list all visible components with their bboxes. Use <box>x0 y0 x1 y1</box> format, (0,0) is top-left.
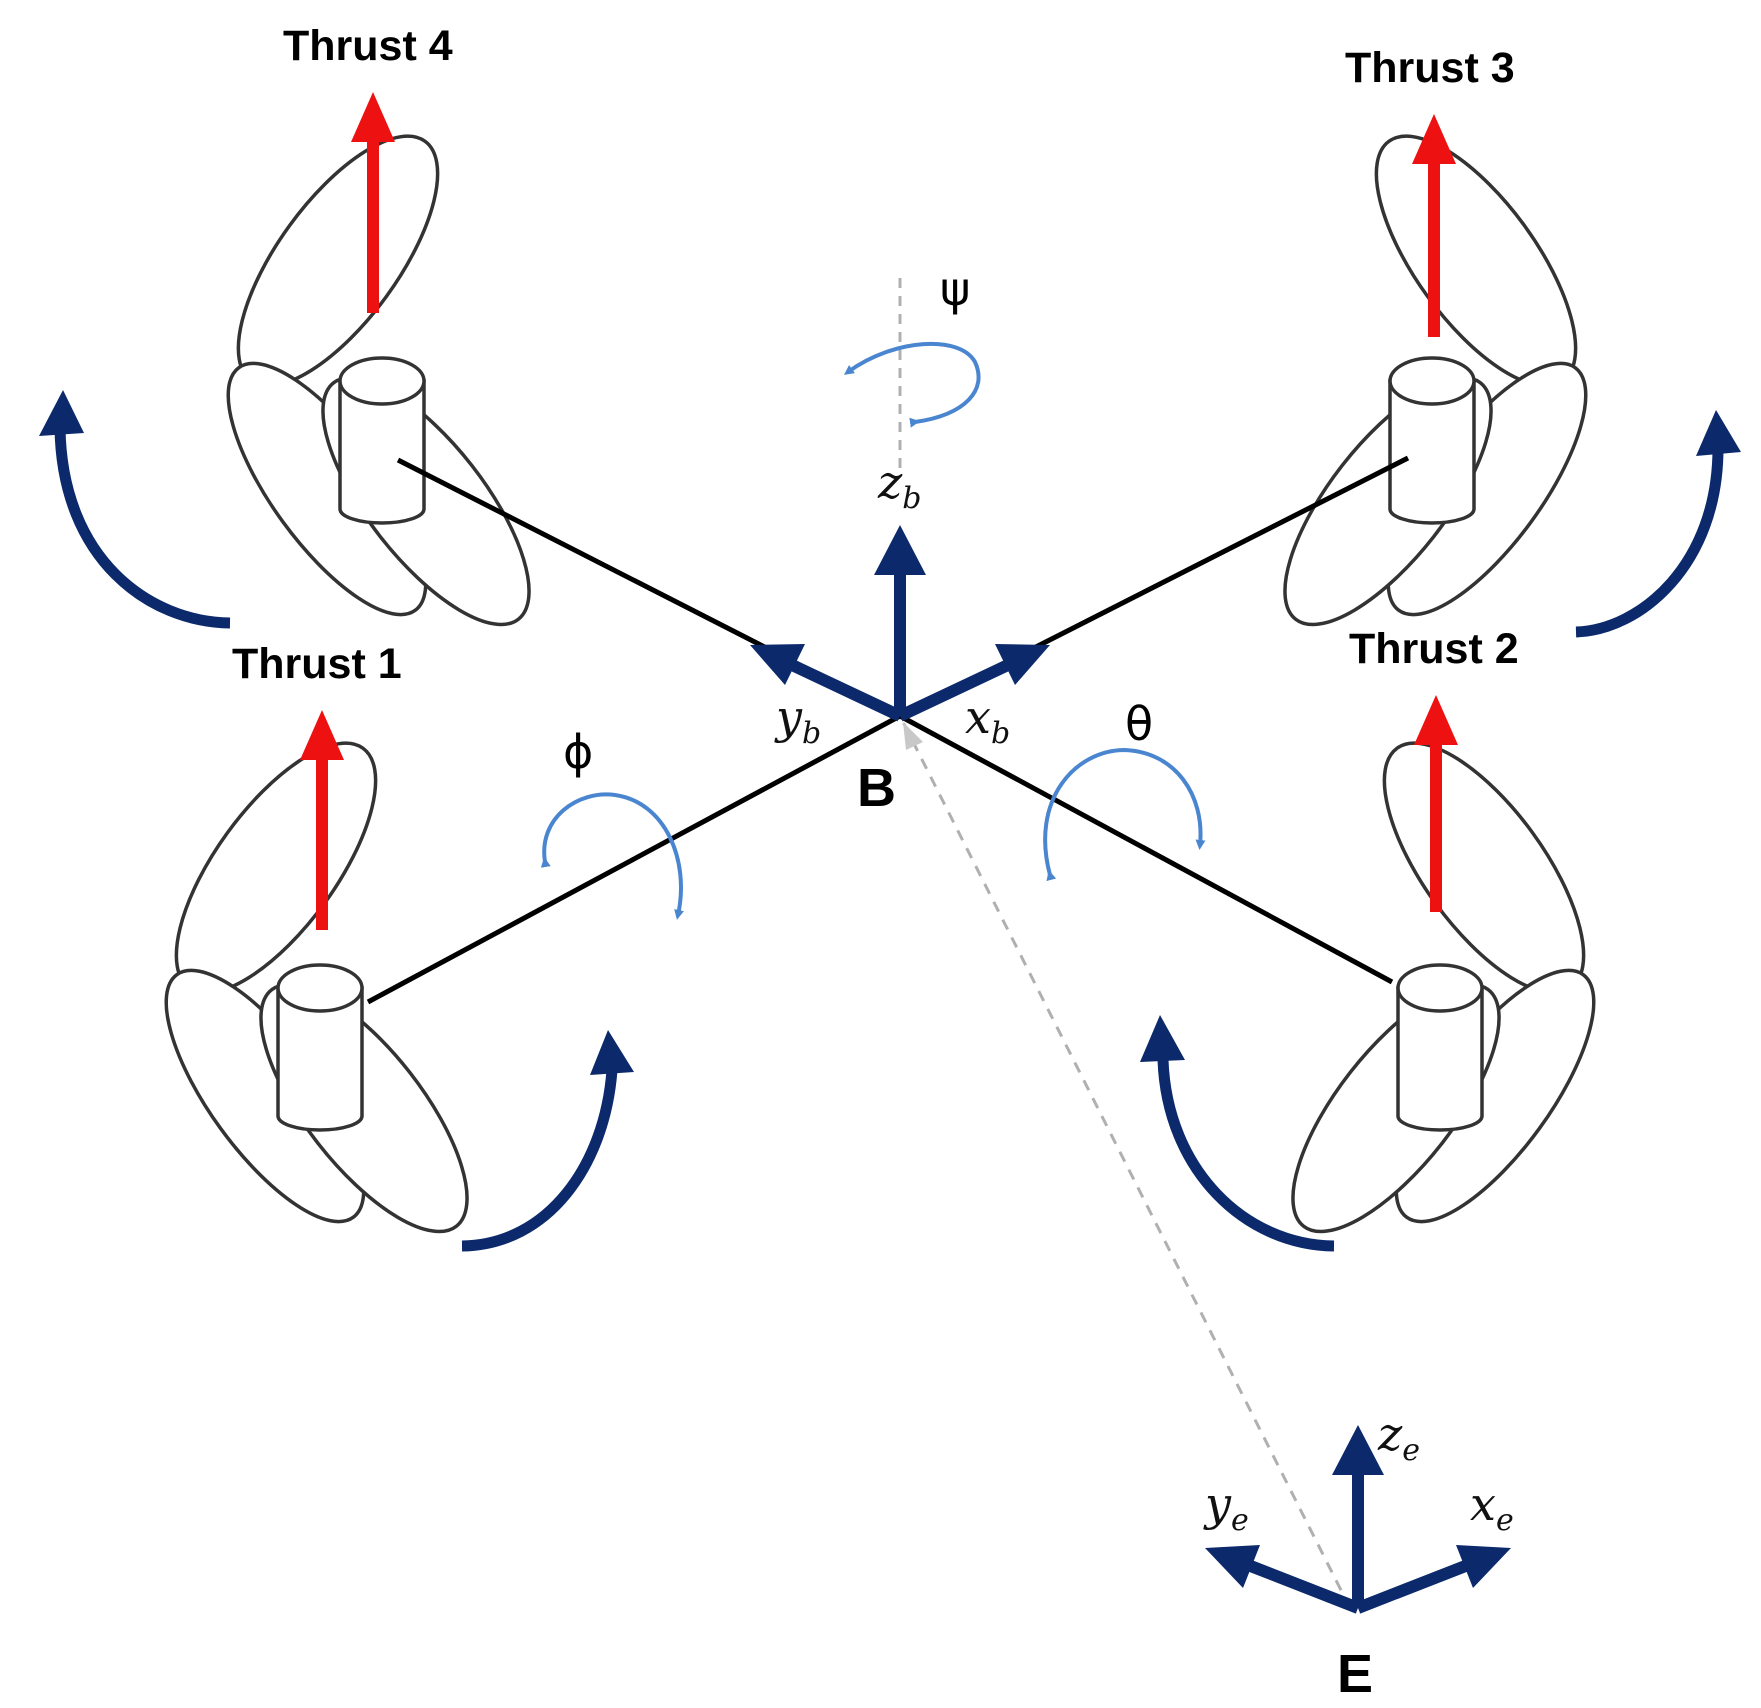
body-frame-axes <box>750 525 1050 722</box>
position-vector-head <box>903 722 923 750</box>
rotation-arrow-1 <box>461 1030 634 1252</box>
yb-label: yb <box>774 690 821 751</box>
ye-label: ye <box>1203 1477 1249 1538</box>
body-origin-label: B <box>857 758 896 818</box>
xe-axis-arrow <box>1355 1559 1471 1614</box>
ze-label: ze <box>1377 1407 1420 1468</box>
thrust-arrow-3 <box>1412 114 1456 337</box>
thrust-2-label: Thrust 2 <box>1349 625 1519 673</box>
yb-axis-arrow <box>789 659 903 722</box>
rotation-arrow-2 <box>1140 1015 1335 1252</box>
ye-axis-arrow <box>1245 1559 1361 1614</box>
rotor-4 <box>192 104 566 657</box>
thrust-arrow-1 <box>300 710 344 930</box>
xb-label: xb <box>965 690 1010 751</box>
thrust-3-label: Thrust 3 <box>1345 44 1515 92</box>
thrust-arrow-4 <box>351 92 395 313</box>
earth-frame-axes <box>1205 1425 1511 1614</box>
rotor-2 <box>1256 711 1630 1264</box>
psi-label: ψ <box>940 262 970 316</box>
psi-rotation-arrow <box>843 341 981 428</box>
phi-label: ϕ <box>563 725 593 779</box>
thrust-1-label: Thrust 1 <box>232 640 402 688</box>
phi-rotation-arrow <box>540 792 684 920</box>
thrust-4-label: Thrust 4 <box>283 22 453 70</box>
zb-label: zb <box>877 455 921 516</box>
position-vector-line <box>901 721 1352 1609</box>
xe-label: xe <box>1470 1477 1514 1538</box>
arm-1 <box>366 713 902 1005</box>
rotation-arrow-4 <box>39 390 231 629</box>
rotation-arrow-3 <box>1575 410 1741 638</box>
theta-rotation-arrow <box>1043 747 1206 882</box>
arm-2 <box>898 713 1394 985</box>
earth-origin-label: E <box>1337 1644 1373 1704</box>
thrust-arrow-2 <box>1414 695 1458 912</box>
xb-axis-arrow <box>897 659 1011 722</box>
theta-label: θ <box>1125 697 1153 751</box>
